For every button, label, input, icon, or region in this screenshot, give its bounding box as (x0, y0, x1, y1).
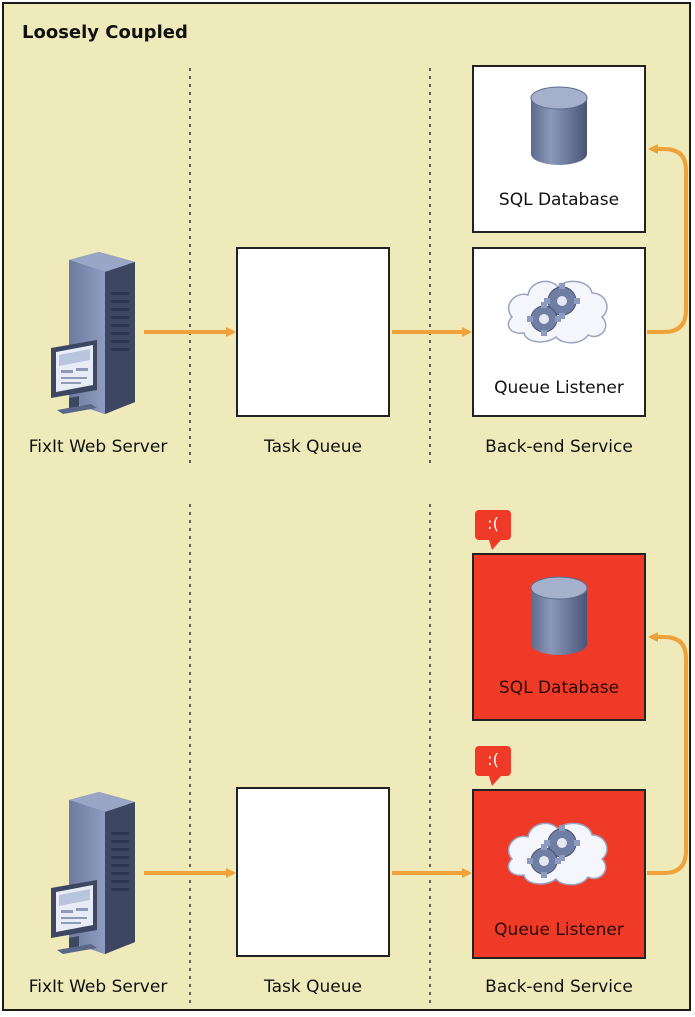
backend-label: Back-end Service (485, 437, 633, 457)
server-icon (51, 792, 135, 954)
diagram-title: Loosely Coupled (22, 22, 188, 43)
sad-face-callout-icon (475, 746, 511, 786)
task-queue-label: Task Queue (264, 437, 362, 457)
arrow-listener-to-database (647, 144, 688, 334)
arrow-listener-to-database (647, 632, 688, 875)
database-icon (530, 86, 588, 166)
listener-label: Queue Listener (494, 920, 624, 940)
database-label: SQL Database (498, 190, 620, 210)
database-label: SQL Database (498, 678, 620, 698)
task-queue-box (236, 787, 390, 957)
sad-face-callout-icon (475, 510, 511, 550)
database-icon (530, 576, 588, 656)
server-icon (51, 252, 135, 414)
listener-label: Queue Listener (494, 378, 624, 398)
error-badge-text: :( (487, 750, 499, 769)
error-badge-text: :( (487, 514, 499, 533)
diagram-drawing (51, 65, 688, 1007)
task-queue-box (236, 247, 390, 417)
web-server-label: FixIt Web Server (28, 977, 168, 997)
backend-label: Back-end Service (485, 977, 633, 997)
task-queue-label: Task Queue (264, 977, 362, 997)
web-server-label: FixIt Web Server (28, 437, 168, 457)
